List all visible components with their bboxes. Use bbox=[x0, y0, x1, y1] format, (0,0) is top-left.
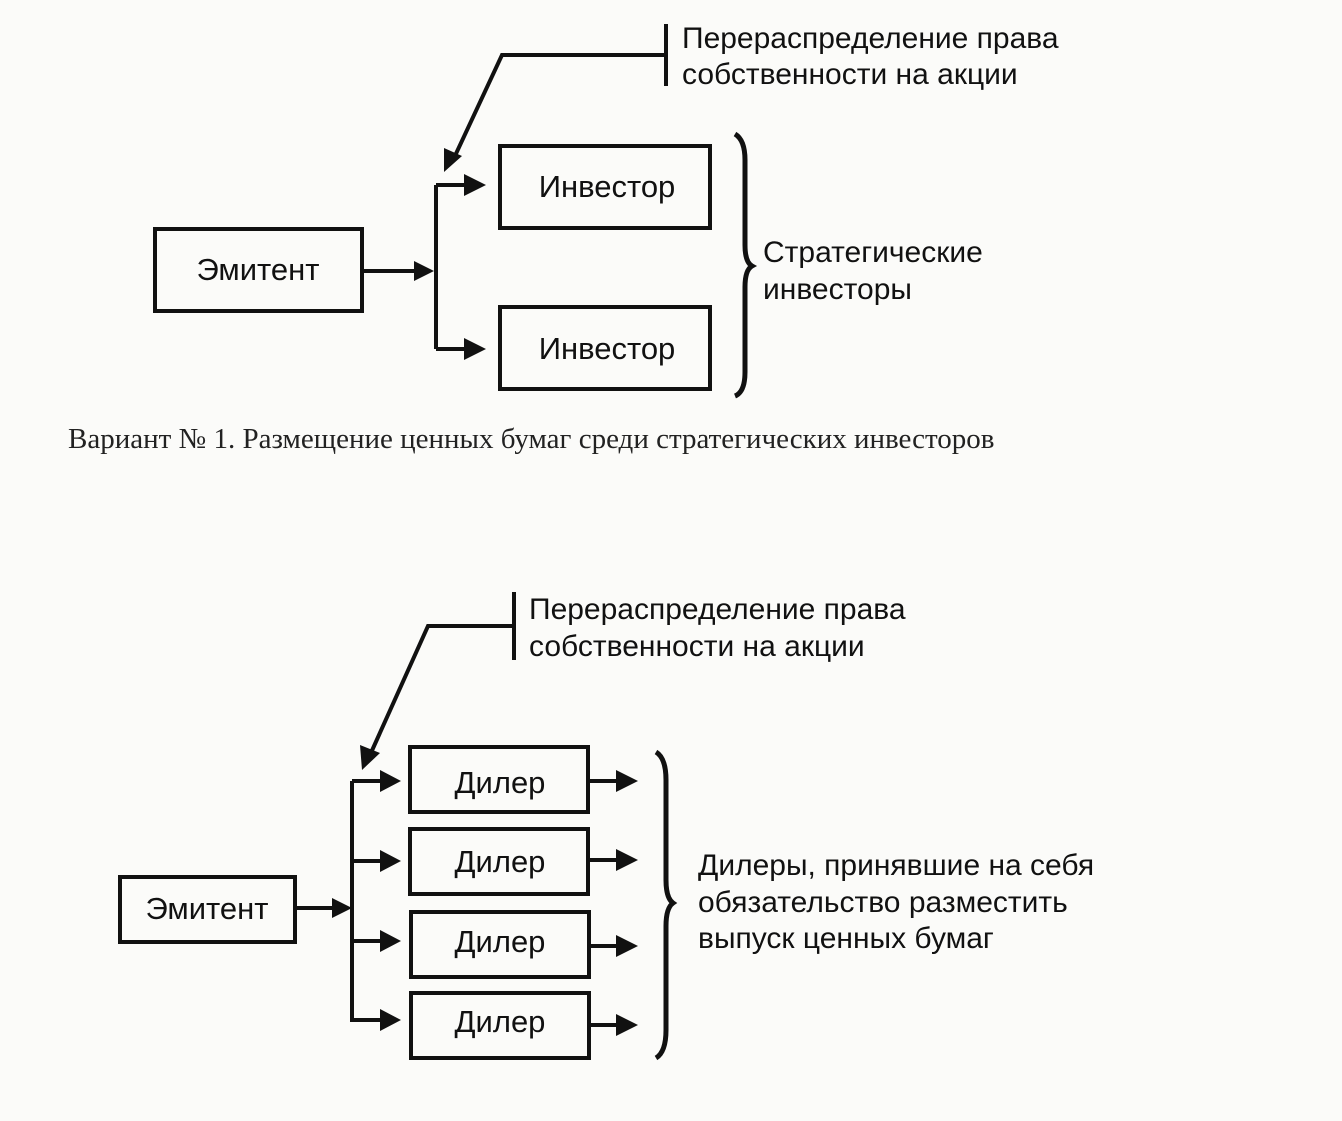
ownership-note-1: Перераспределение права собственности на… bbox=[444, 22, 1059, 172]
arrow-head-icon bbox=[464, 338, 486, 360]
arrow-head-icon bbox=[616, 935, 638, 957]
arrow-head-icon bbox=[380, 770, 401, 792]
issuer-box-2: Эмитент bbox=[118, 875, 297, 944]
dealer-box: Дилер bbox=[408, 827, 590, 896]
issuer-label: Эмитент bbox=[197, 252, 320, 287]
note-leader-line bbox=[452, 53, 666, 159]
arrow-head-icon bbox=[616, 1014, 638, 1036]
note-line-1: Перераспределение права bbox=[682, 22, 1059, 55]
dealer-label: Дилер bbox=[455, 1004, 546, 1039]
dealer-box: Дилер bbox=[409, 991, 591, 1060]
note-leader-line bbox=[368, 624, 514, 756]
issuer-box-1: Эмитент bbox=[153, 227, 364, 313]
arrow-head-icon bbox=[380, 930, 401, 952]
group-label-line-2: обязательство разместить bbox=[698, 886, 1068, 919]
arrow-head-icon bbox=[380, 1009, 401, 1031]
group-label-line-1: Стратегические bbox=[763, 236, 983, 269]
investor-box: Инвестор bbox=[498, 305, 712, 391]
group-brace bbox=[733, 131, 758, 399]
arrow-head-icon bbox=[414, 261, 434, 281]
dealer-label: Дилер bbox=[455, 844, 546, 879]
arrow-head-icon bbox=[616, 770, 638, 792]
diagram-strategic-investors: Перераспределение права собственности на… bbox=[68, 22, 1059, 455]
dealer-label: Дилер bbox=[455, 924, 546, 959]
arrow-head-icon bbox=[332, 898, 352, 918]
arrow-head-icon bbox=[616, 849, 638, 871]
group-brace bbox=[654, 749, 678, 1061]
group-label-line-2: инвесторы bbox=[763, 273, 912, 306]
diagram-dealers: Перераспределение права собственности на… bbox=[118, 592, 1094, 1061]
note-arrowhead-icon bbox=[444, 148, 462, 172]
ownership-note-2: Перераспределение права собственности на… bbox=[360, 592, 906, 770]
group-label-line-1: Дилеры, принявшие на себя bbox=[698, 849, 1094, 882]
group-label-line-3: выпуск ценных бумаг bbox=[698, 922, 994, 955]
dealer-box: Дилер bbox=[409, 910, 591, 979]
investor-label: Инвестор bbox=[539, 169, 676, 204]
dealer-label: Дилер bbox=[455, 765, 546, 800]
investor-box: Инвестор bbox=[498, 144, 712, 230]
note-line-2: собственности на акции bbox=[682, 58, 1018, 91]
note-arrowhead-icon bbox=[360, 745, 380, 770]
note-line-2: собственности на акции bbox=[529, 630, 865, 663]
investor-label: Инвестор bbox=[539, 331, 676, 366]
diagram-caption: Вариант № 1. Размещение ценных бумаг сре… bbox=[68, 423, 995, 455]
issuer-label: Эмитент bbox=[146, 891, 269, 926]
dealer-box: Дилер bbox=[408, 745, 590, 814]
arrow-head-icon bbox=[464, 174, 486, 196]
note-line-1: Перераспределение права bbox=[529, 593, 906, 626]
arrow-head-icon bbox=[380, 850, 401, 872]
